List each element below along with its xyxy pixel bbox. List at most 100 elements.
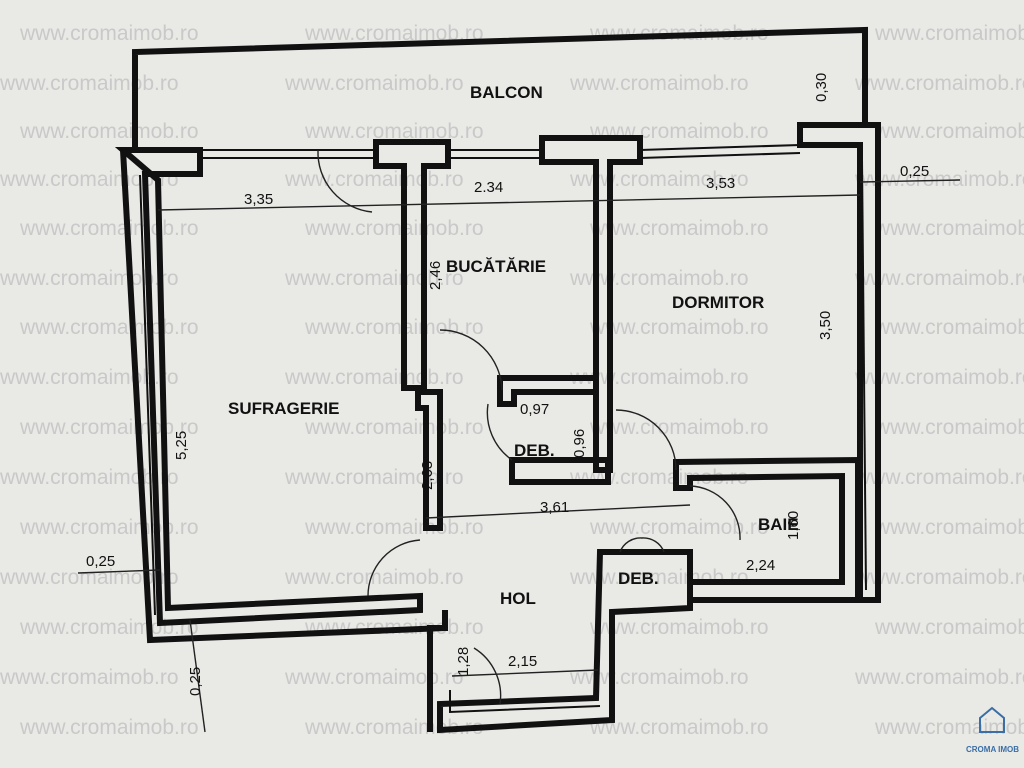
watermark-text: www.cromaimob.ro bbox=[304, 22, 484, 45]
watermark-text: www.cromaimob.ro bbox=[854, 168, 1024, 191]
watermark-text: www.cromaimob.ro bbox=[284, 168, 464, 191]
dim-hol-depth: 2,63 bbox=[419, 461, 436, 490]
watermark-text: www.cromaimob.ro bbox=[284, 267, 464, 290]
entry-wall bbox=[427, 610, 448, 732]
outer-wall bbox=[114, 147, 423, 627]
watermark-text: www.cromaimob.ro bbox=[19, 516, 199, 539]
door-entry bbox=[473, 647, 502, 705]
watermark-text: www.cromaimob.ro bbox=[19, 416, 199, 439]
watermark-text: www.cromaimob.ro bbox=[0, 168, 179, 191]
watermark-text: www.cromaimob.ro bbox=[284, 466, 464, 489]
dim-hol-width: 3,61 bbox=[540, 499, 569, 516]
watermark-text: www.cromaimob.ro bbox=[589, 616, 769, 639]
watermark-text: www.cromaimob.ro bbox=[0, 72, 179, 95]
watermark-text: www.cromaimob.ro bbox=[569, 366, 749, 389]
watermark-text: www.cromaimob.ro bbox=[854, 72, 1024, 95]
room-label-deb1: DEB. bbox=[514, 441, 555, 460]
watermark-text: www.cromaimob.ro bbox=[569, 168, 749, 191]
watermark-text: www.cromaimob.ro bbox=[569, 72, 749, 95]
dim-deb1-depth: 0,96 bbox=[571, 429, 588, 458]
house-icon bbox=[979, 706, 1005, 733]
watermark-text: www.cromaimob.ro bbox=[284, 666, 464, 689]
dim-wall-bottom: 0,25 bbox=[187, 667, 204, 696]
dim-line-right-ext bbox=[859, 179, 961, 183]
dim-dormitor-depth: 3,50 bbox=[817, 311, 834, 340]
dim-line-left-ext bbox=[77, 569, 161, 574]
watermark-text: www.cromaimob.ro bbox=[589, 217, 769, 240]
dim-dormitor-width: 3,53 bbox=[706, 175, 735, 192]
deb2-wall bbox=[437, 549, 693, 734]
room-label-deb2: DEB. bbox=[618, 569, 659, 588]
dim-bucatarie-width: 2.34 bbox=[474, 179, 503, 196]
room-label-sufragerie: SUFRAGERIE bbox=[228, 399, 339, 418]
watermark-text: www.cromaimob.ro bbox=[854, 267, 1024, 290]
door-bucatarie bbox=[439, 329, 503, 391]
watermark-text: www.cromaimob.ro bbox=[874, 716, 1024, 739]
watermark-text: www.cromaimob.ro bbox=[854, 666, 1024, 689]
watermark-layer: www.cromaimob.ro www.cromaimob.ro www.crom… bbox=[0, 22, 1024, 739]
watermark-text: www.cromaimob.ro bbox=[19, 22, 199, 45]
watermark-text: www.cromaimob.ro bbox=[19, 217, 199, 240]
watermark-text: www.cromaimob.ro bbox=[19, 716, 199, 739]
watermark-text: www.cromaimob.ro bbox=[874, 22, 1024, 45]
baie-wall bbox=[673, 456, 861, 603]
watermark-text: www.cromaimob.ro bbox=[874, 616, 1024, 639]
watermark-text: www.cromaimob.ro bbox=[589, 316, 769, 339]
dim-bucatarie-depth: 2,46 bbox=[427, 261, 444, 290]
entry-inner-line bbox=[449, 690, 601, 714]
left-inner-line bbox=[139, 174, 156, 616]
door-dormitor bbox=[615, 409, 677, 471]
watermark-text: www.cromaimob.ro bbox=[589, 716, 769, 739]
dim-wall-left: 0,25 bbox=[86, 553, 115, 570]
dim-line-entry bbox=[451, 669, 599, 677]
watermark-text: www.cromaimob.ro bbox=[569, 466, 749, 489]
dim-wall-right: 0,25 bbox=[900, 163, 929, 180]
watermark-text: www.cromaimob.ro bbox=[874, 120, 1024, 143]
watermark-text: www.cromaimob.ro bbox=[284, 566, 464, 589]
watermark-text: www.cromaimob.ro bbox=[854, 366, 1024, 389]
watermark-text: www.cromaimob.ro bbox=[874, 316, 1024, 339]
watermark-text: www.cromaimob.ro bbox=[569, 566, 749, 589]
logo-text: CROMA IMOB bbox=[966, 745, 1019, 754]
room-label-bucatarie: BUCĂTĂRIE bbox=[446, 257, 546, 276]
watermark-text: www.cromaimob.ro bbox=[854, 466, 1024, 489]
dim-sufragerie-width: 3,35 bbox=[244, 191, 273, 208]
watermark-text: www.cromaimob.ro bbox=[304, 316, 484, 339]
watermark-text: www.cromaimob.ro bbox=[284, 366, 464, 389]
deb-wall bbox=[509, 457, 611, 485]
door-deb2 bbox=[619, 537, 665, 553]
watermark-text: www.cromaimob.ro bbox=[0, 666, 179, 689]
dim-sufragerie-depth: 5,25 bbox=[173, 431, 190, 460]
watermark-text: www.cromaimob.ro bbox=[569, 267, 749, 290]
watermark-text: www.cromaimob.ro bbox=[874, 416, 1024, 439]
room-label-baie: BAIE bbox=[758, 515, 799, 534]
watermark-text: www.cromaimob.ro bbox=[874, 217, 1024, 240]
dim-line-bottom-ext bbox=[189, 619, 206, 733]
watermark-text: www.cromaimob.ro bbox=[284, 72, 464, 95]
dim-line-top bbox=[157, 194, 861, 211]
wall-head-left bbox=[373, 139, 451, 391]
door-balcony bbox=[317, 149, 373, 213]
room-label-dormitor: DORMITOR bbox=[672, 293, 764, 312]
watermark-text: www.cromaimob.ro bbox=[19, 120, 199, 143]
dim-line-hall bbox=[425, 504, 691, 519]
watermark-text: www.cromaimob.ro bbox=[0, 466, 179, 489]
dim-entry-depth: 1,28 bbox=[455, 647, 472, 676]
right-inner-line bbox=[861, 159, 867, 591]
door-sufragerie bbox=[367, 539, 421, 597]
room-label-hol: HOL bbox=[500, 589, 536, 608]
dim-entry-width: 2,15 bbox=[508, 653, 537, 670]
door-deb bbox=[486, 403, 513, 461]
left-outer-wall bbox=[120, 149, 446, 644]
dim-baie-depth: 1,60 bbox=[785, 511, 802, 540]
watermark-text: www.cromaimob.ro bbox=[0, 267, 179, 290]
watermark-text: www.cromaimob.ro bbox=[304, 217, 484, 240]
window-line-6 bbox=[639, 152, 801, 159]
watermark-text: www.cromaimob.ro bbox=[0, 566, 179, 589]
hall-wall bbox=[415, 389, 443, 531]
watermark-text: www.cromaimob.ro bbox=[19, 616, 199, 639]
croma-imob-logo: CROMA IMOB bbox=[966, 706, 1019, 754]
bucatarie-bottom-wall bbox=[497, 375, 599, 407]
watermark-text: www.cromaimob.ro bbox=[304, 516, 484, 539]
